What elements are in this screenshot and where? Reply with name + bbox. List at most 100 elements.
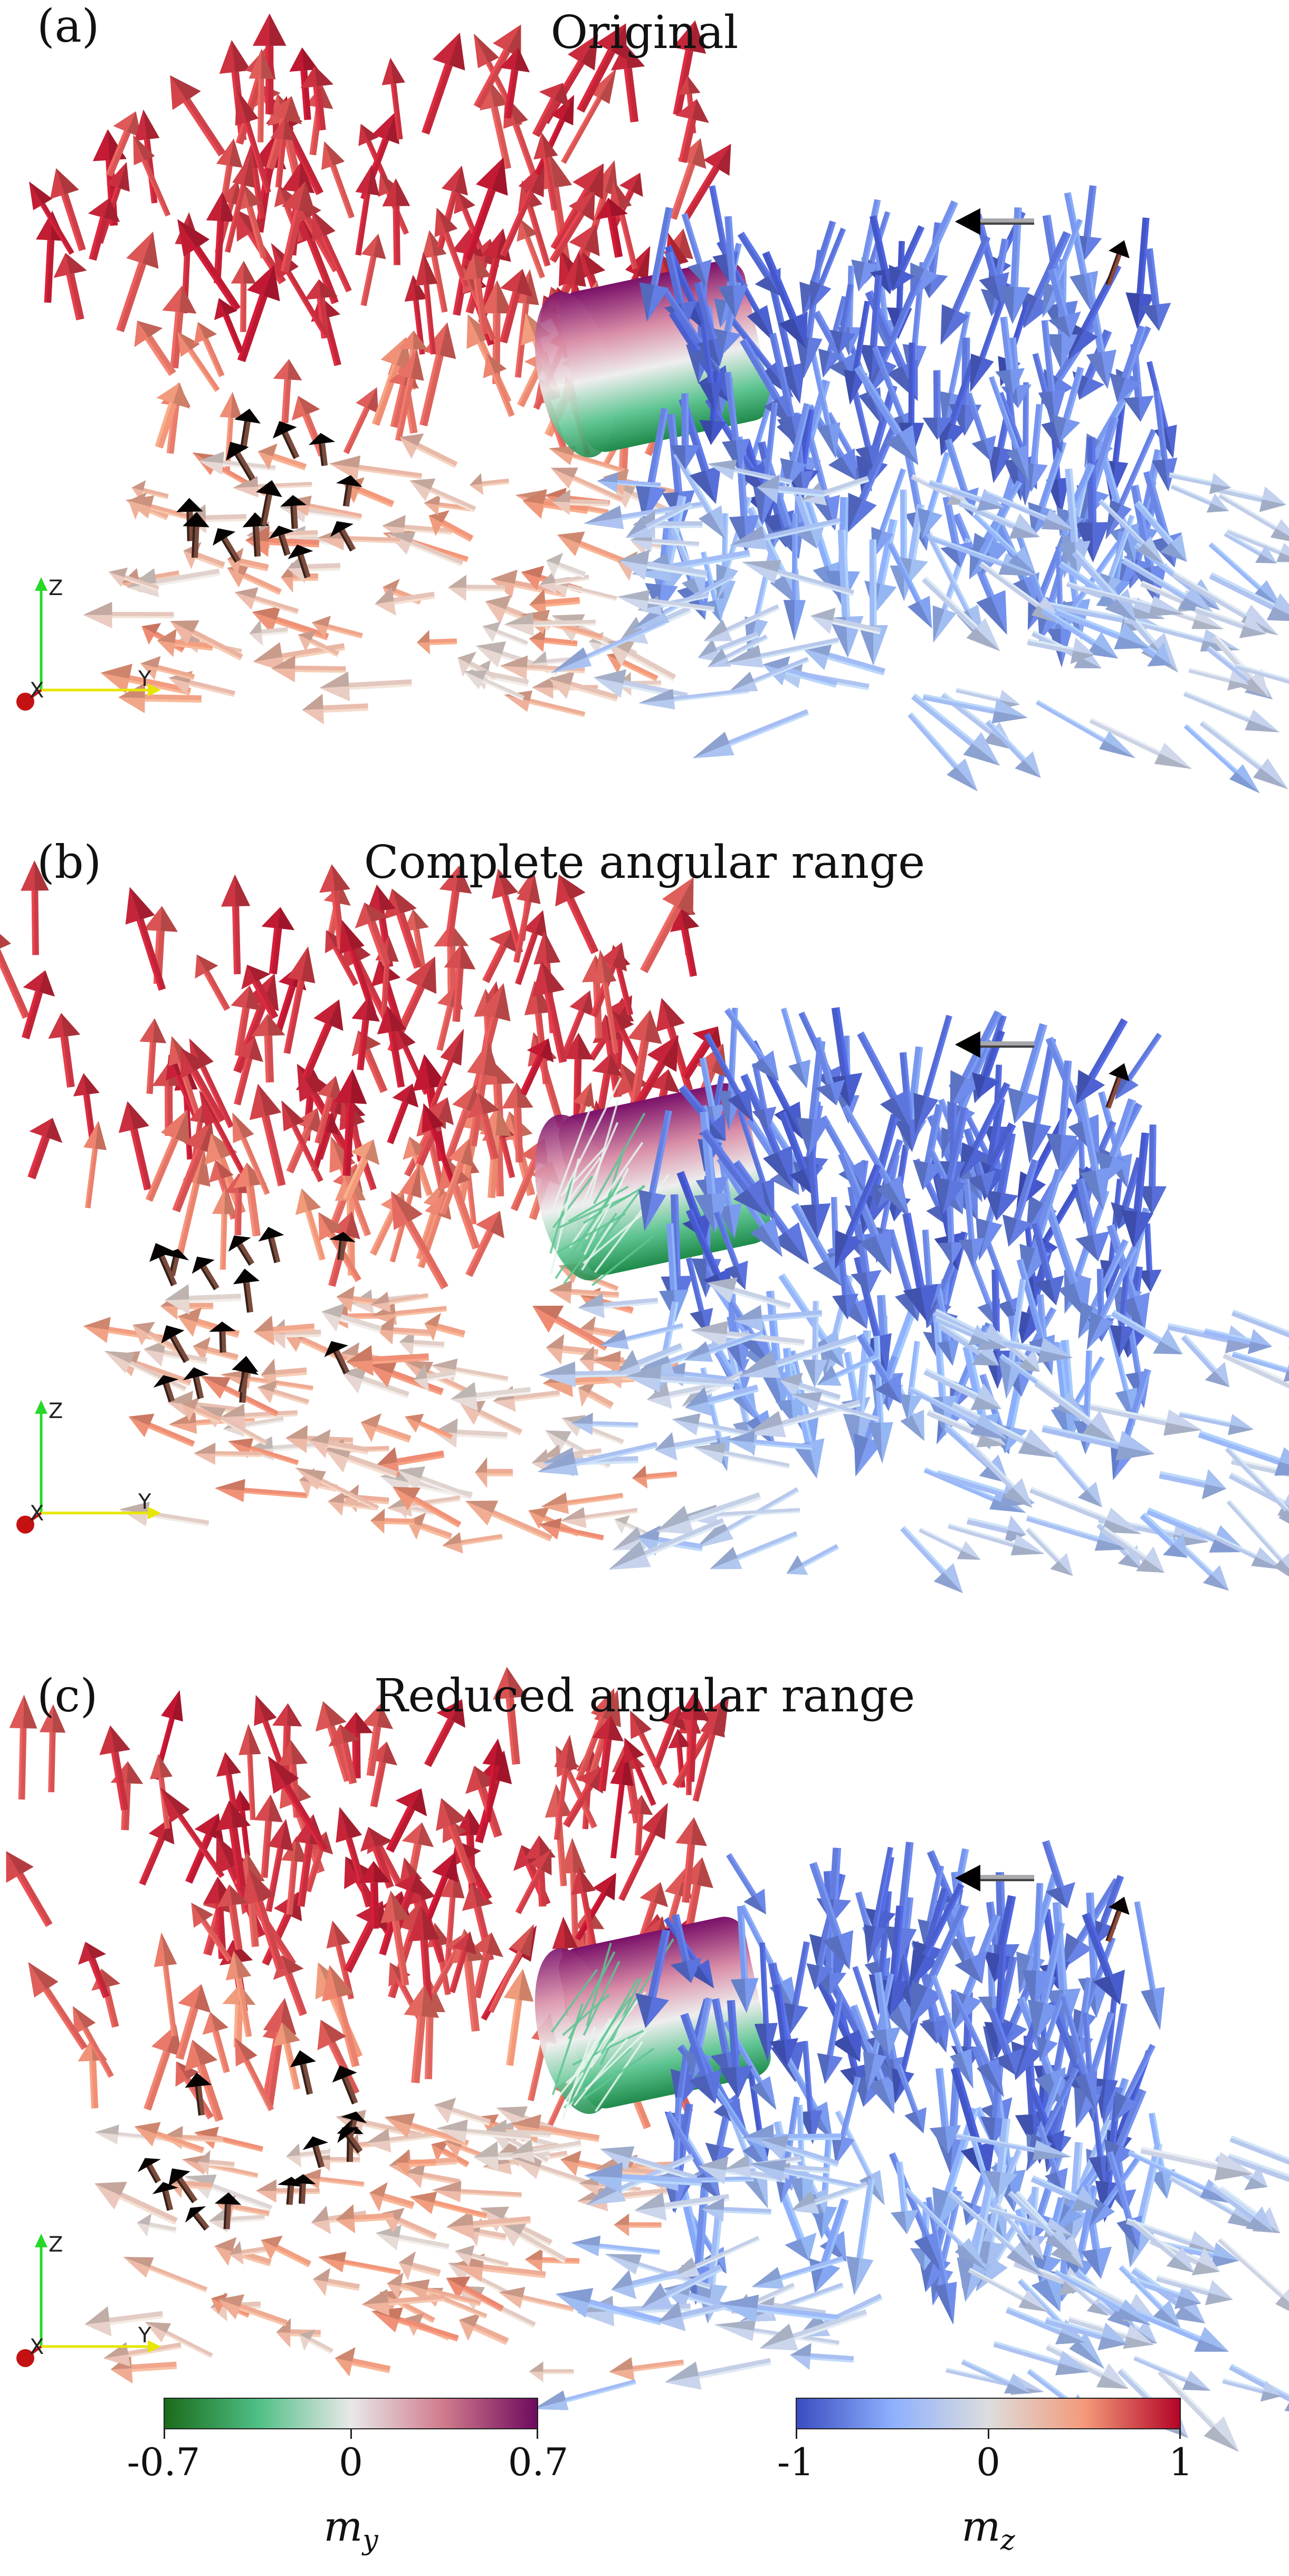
axis-label-y: Y: [138, 1490, 151, 1514]
arrow: [483, 353, 515, 417]
arrow: [195, 954, 231, 1011]
arrow: [106, 111, 142, 177]
arrow: [1140, 2147, 1254, 2181]
arrow: [541, 1492, 624, 1514]
arrow: [701, 1128, 768, 1217]
arrow: [439, 865, 472, 947]
panel-label-a: (a): [37, 0, 100, 53]
arrow: [600, 1323, 684, 1349]
arrow: [108, 567, 159, 591]
arrow: [539, 571, 590, 594]
arrow: [295, 1188, 326, 1261]
arrow: [0, 918, 30, 1019]
arrow: [40, 1704, 66, 1793]
arrow: [719, 2000, 753, 2099]
arrow: [83, 1121, 107, 1209]
arrow: [539, 1518, 604, 1541]
arrow: [918, 452, 951, 539]
arrow: [908, 1386, 1008, 1440]
arrow: [638, 688, 750, 710]
arrow: [682, 143, 731, 221]
arrow: [617, 1343, 683, 1378]
arrow: [551, 489, 609, 515]
arrow: [1046, 1060, 1078, 1170]
arrow: [1140, 1512, 1188, 1558]
arrow: [959, 1179, 985, 1268]
arrow: [677, 1691, 709, 1782]
arrow: [125, 887, 166, 991]
arrow: [957, 2173, 997, 2302]
arrow: [268, 1756, 328, 1852]
arrow: [1021, 231, 1072, 328]
arrow: [465, 1500, 553, 1542]
arrow: [168, 671, 235, 697]
arrow: [910, 1904, 969, 2026]
panel-title-b: Complete angular range: [364, 836, 925, 889]
arrow: [460, 1400, 522, 1436]
arrow: [571, 1866, 597, 1949]
arrow: [209, 1321, 236, 1353]
arrow: [898, 1340, 923, 1421]
arrow: [439, 1138, 474, 1215]
arrow: [1210, 2184, 1274, 2232]
arrow: [1036, 1992, 1066, 2062]
arrow: [360, 233, 386, 307]
arrow: [634, 2192, 730, 2221]
arrow: [551, 620, 666, 673]
arrow: [384, 888, 422, 969]
arrow: [449, 1931, 476, 1994]
arrow: [533, 132, 558, 211]
arrow: [197, 2150, 235, 2176]
arrow: [1053, 366, 1084, 443]
arrow: [995, 317, 1025, 395]
arrow: [162, 285, 197, 369]
arrow: [609, 2357, 684, 2381]
arrow: [1022, 1038, 1056, 1164]
arrow: [273, 359, 302, 424]
arrow: [94, 2181, 178, 2225]
arrow: [442, 1532, 503, 1554]
arrow: [1048, 268, 1081, 338]
arrow: [938, 1194, 965, 1265]
arrow: [490, 569, 567, 598]
arrow: [653, 1706, 686, 1769]
arrow: [290, 2050, 316, 2095]
arrow: [923, 1368, 1001, 1410]
arrow: [249, 619, 289, 646]
arrow: [560, 1507, 638, 1528]
arrow: [361, 2288, 445, 2316]
arrow: [402, 2279, 482, 2306]
arrow: [560, 990, 594, 1058]
arrow: [500, 47, 530, 119]
arrow: [1227, 2153, 1289, 2184]
arrow: [707, 1277, 791, 1310]
arrow: [1224, 531, 1277, 563]
arrow: [404, 1985, 440, 2083]
colorbar-mz-title: mz: [961, 2503, 1015, 2556]
arrow: [377, 1005, 407, 1088]
arrow: [177, 331, 220, 392]
arrow: [1105, 240, 1130, 286]
arrow: [313, 2267, 360, 2296]
arrow: [368, 1741, 398, 1808]
arrow: [958, 500, 1040, 539]
arrow: [529, 2361, 574, 2382]
arrow: [78, 1941, 110, 1998]
arrow: [846, 2178, 875, 2295]
arrow: [870, 1971, 901, 2056]
arrow: [1042, 1840, 1075, 1909]
arrow: [119, 1501, 209, 1527]
arrow: [335, 2347, 391, 2377]
arrow: [940, 235, 991, 345]
arrow: [550, 467, 623, 503]
arrow: [809, 1862, 854, 1970]
arrow: [1059, 468, 1091, 577]
arrow: [339, 920, 377, 1015]
arrow: [646, 1381, 718, 1409]
arrow: [578, 1380, 614, 1410]
arrow: [149, 1243, 177, 1287]
arrow: [139, 1018, 167, 1094]
arrow: [817, 1353, 880, 1386]
